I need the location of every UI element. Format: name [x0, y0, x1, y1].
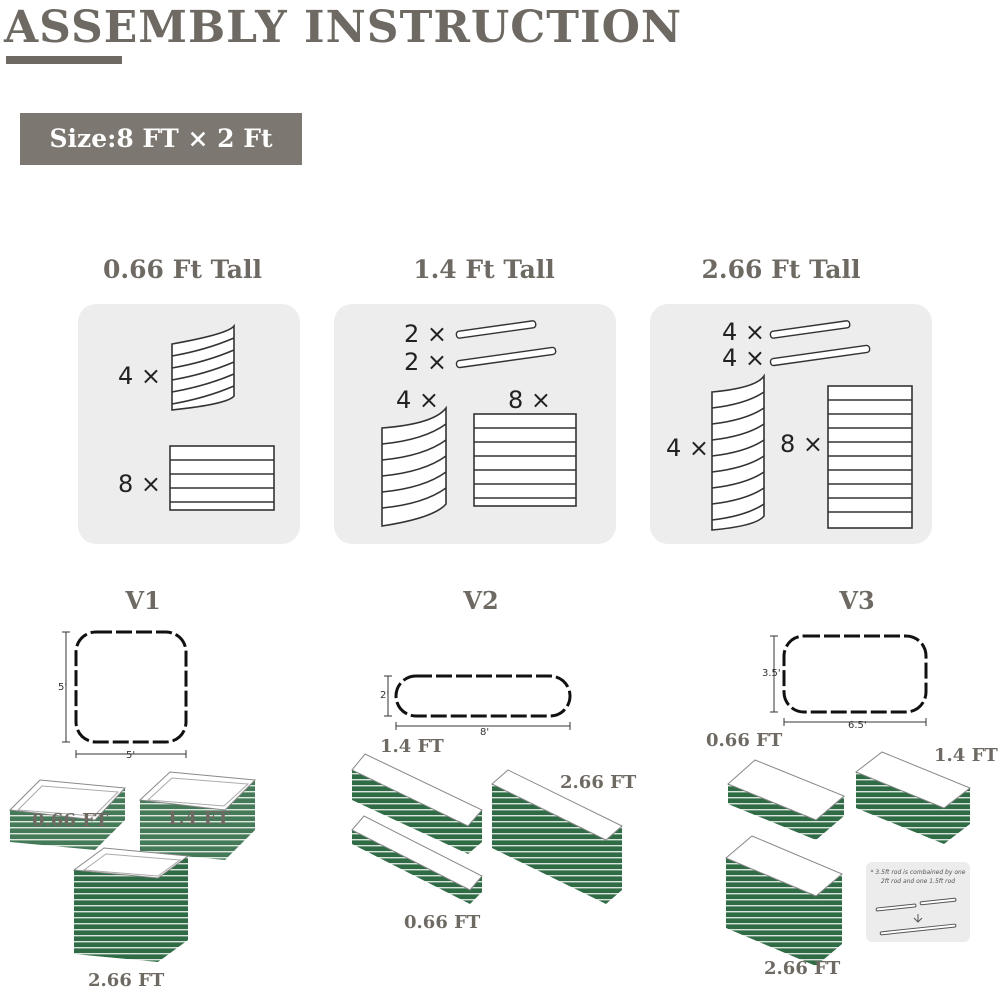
v1-height-label-14: 1.4 FT [166, 808, 230, 829]
layouts-illustration [8, 630, 971, 966]
rod-note-box [866, 862, 970, 942]
curved-panel-icon [711, 373, 765, 531]
straight-panel-icon [827, 385, 913, 529]
curved-panel-icon [381, 405, 447, 527]
page-title: ASSEMBLY INSTRUCTION [4, 2, 683, 53]
parts-panel-14: 2 × 2 × 4 × 8 × [334, 304, 616, 544]
qty-curved-panels: 4 × [396, 386, 440, 414]
v3-height-label-14: 1.4 FT [934, 745, 998, 766]
version-label-v2: V2 [463, 586, 499, 615]
parts-panel-266: 4 × 4 × 4 × 8 × [650, 304, 932, 544]
qty-rods-a: 2 × [404, 320, 448, 348]
v1-outline [62, 630, 188, 758]
v3-dim-width: 6.5' [848, 720, 867, 731]
qty-straight-panels: 8 × [780, 430, 824, 458]
v2-dim-width: 8' [480, 727, 490, 738]
v3-bed-14 [855, 751, 971, 844]
rod-icon [455, 320, 557, 369]
v3-dim-height: 3.5' [762, 668, 781, 679]
title-underline [6, 56, 122, 64]
v2-height-label-266: 2.66 FT [560, 772, 637, 793]
v3-height-label-066: 0.66 FT [706, 730, 783, 751]
qty-curved-panels: 4 × [666, 434, 710, 462]
rod-combination-icon [875, 897, 957, 936]
version-label-v3: V3 [839, 586, 875, 615]
v3-outline [770, 634, 928, 726]
v2-outline [384, 674, 572, 730]
panel-parts-illustration [381, 320, 577, 527]
v3-height-label-266: 2.66 FT [764, 958, 841, 979]
curved-panel-icon [171, 323, 235, 411]
qty-rods-b: 2 × [404, 348, 448, 376]
v1-bed-066 [8, 779, 127, 850]
version-label-v1: V1 [125, 586, 161, 615]
v3-bed-266 [725, 835, 843, 966]
column-title-266: 2.66 Ft Tall [701, 255, 861, 284]
rod-note-text: * 3.5ft rod is combained by one 2ft rod … [870, 869, 966, 885]
v3-bed-066 [727, 759, 845, 840]
v2-bed-14 [351, 753, 483, 854]
straight-panel-icon [169, 445, 275, 511]
v2-height-label-14: 1.4 FT [380, 736, 444, 757]
v1-height-label-066: 0.66 FT [32, 810, 109, 831]
qty-curved-panels: 4 × [118, 362, 162, 390]
size-badge: Size:8 FT × 2 Ft [20, 113, 302, 165]
rod-icon [769, 320, 871, 367]
v1-dim-width: 5' [126, 750, 136, 761]
v1-dim-height: 5' [58, 682, 68, 693]
v1-bed-14 [138, 771, 257, 860]
qty-straight-panels: 8 × [508, 386, 552, 414]
v1-bed-266 [72, 847, 190, 962]
v2-height-label-066: 0.66 FT [404, 912, 481, 933]
v2-bed-266 [491, 769, 623, 904]
panel-parts-illustration [169, 323, 275, 511]
v1-height-label-266: 2.66 FT [88, 970, 165, 991]
v2-bed-066 [351, 815, 483, 904]
column-title-14: 1.4 Ft Tall [413, 255, 555, 284]
qty-rods-a: 4 × [722, 318, 766, 346]
straight-panel-icon [473, 413, 577, 507]
qty-straight-panels: 8 × [118, 470, 162, 498]
panel-parts-illustration [711, 320, 913, 531]
column-title-066: 0.66 Ft Tall [103, 255, 262, 284]
qty-rods-b: 4 × [722, 344, 766, 372]
v2-dim-height: 2' [380, 690, 390, 701]
parts-panel-066: 4 × 8 × [78, 304, 300, 544]
